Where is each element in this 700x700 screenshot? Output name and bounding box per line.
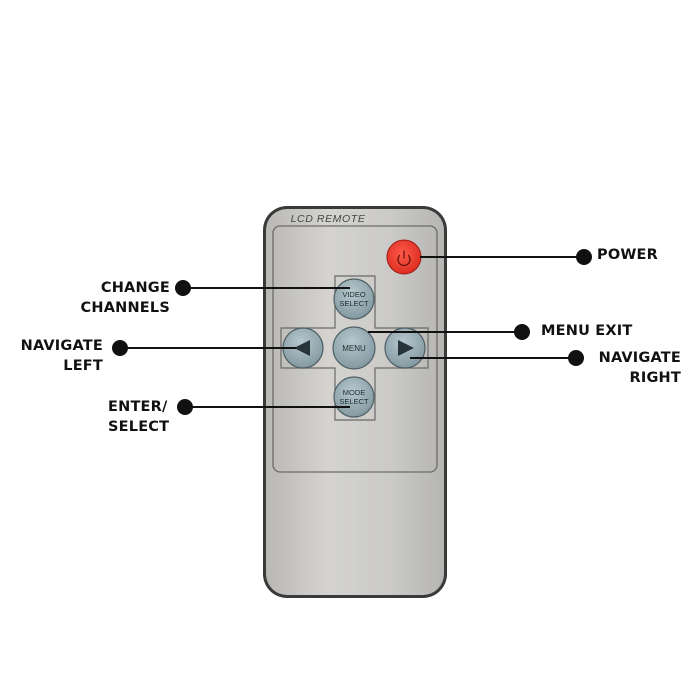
- callout-lines: [112, 249, 592, 415]
- callout-navigate-left: NAVIGATE LEFT: [21, 336, 103, 376]
- navigate-right-button[interactable]: [384, 327, 426, 369]
- callout-navigate-left-line1: NAVIGATE: [20, 338, 103, 354]
- power-button[interactable]: [386, 239, 422, 275]
- arrow-left-icon: [294, 340, 310, 356]
- callout-dot-power: [576, 249, 592, 265]
- callout-power: POWER: [597, 245, 658, 265]
- mode-select-button[interactable]: MODE SELECT: [333, 376, 375, 418]
- callout-menu-exit: MENU EXIT: [541, 321, 632, 341]
- callout-navigate-right-line1: NAVIGATE: [598, 350, 681, 366]
- callout-change-channels-line1: CHANGE: [100, 280, 170, 296]
- video-select-button[interactable]: VIDEO SELECT: [333, 278, 375, 320]
- callout-dot-enter-select: [177, 399, 193, 415]
- power-icon: [397, 250, 411, 267]
- remote-title: LCD REMOTE: [291, 213, 366, 225]
- mode-select-label-2: SELECT: [339, 397, 369, 406]
- mode-select-label-1: MODE: [343, 388, 366, 397]
- callout-enter-select-line2: SELECT: [108, 419, 170, 435]
- callout-navigate-right: NAVIGATE RIGHT: [599, 348, 681, 388]
- callout-enter-select-line1: ENTER/: [108, 399, 168, 415]
- arrow-right-icon: [398, 340, 414, 356]
- video-select-label-2: SELECT: [339, 299, 369, 308]
- callout-change-channels-line2: CHANNELS: [80, 300, 170, 316]
- callout-enter-select: ENTER/ SELECT: [108, 397, 169, 437]
- callout-power-text: POWER: [597, 247, 659, 263]
- dpad-outline: [280, 275, 429, 421]
- callout-dot-navigate-right: [568, 350, 584, 366]
- video-select-label-1: VIDEO: [342, 290, 366, 299]
- callout-dot-navigate-left: [112, 340, 128, 356]
- callout-dot-menu-exit: [514, 324, 530, 340]
- navigate-left-button[interactable]: [282, 327, 324, 369]
- callout-navigate-left-line2: LEFT: [63, 358, 103, 374]
- menu-label: MENU: [342, 344, 366, 353]
- callout-menu-exit-text: MENU EXIT: [541, 323, 633, 339]
- callout-navigate-right-line2: RIGHT: [629, 370, 681, 386]
- callout-dot-change-channels: [175, 280, 191, 296]
- menu-button[interactable]: MENU: [332, 326, 376, 370]
- callout-change-channels: CHANGE CHANNELS: [81, 278, 170, 318]
